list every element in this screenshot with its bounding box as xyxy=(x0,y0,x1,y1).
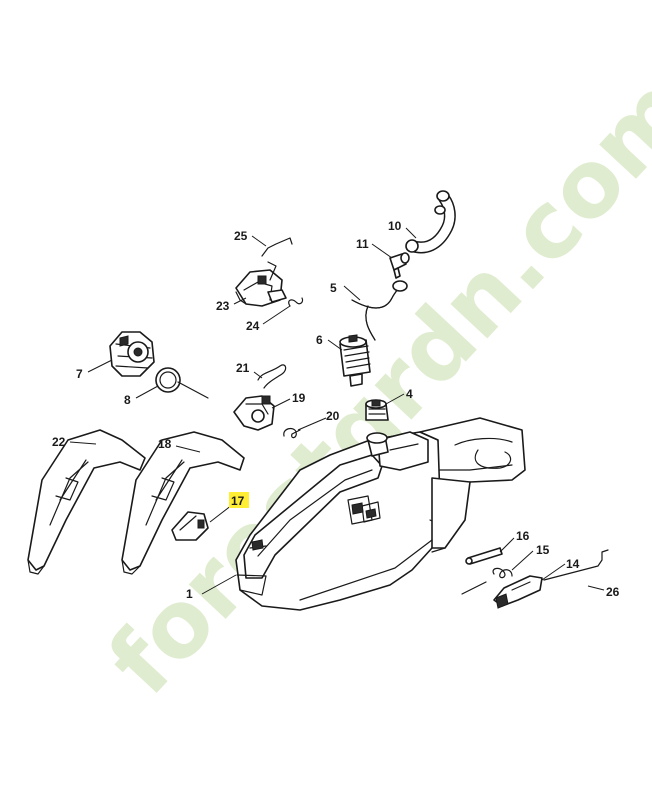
callout-4: 4 xyxy=(406,387,413,401)
part-5-fuel-hose xyxy=(351,280,408,341)
callout-7: 7 xyxy=(76,367,83,381)
leader-lines xyxy=(69,227,605,595)
callout-23: 23 xyxy=(216,299,230,313)
part-15-spring xyxy=(461,567,513,595)
callout-18: 18 xyxy=(158,437,172,451)
callout-8: 8 xyxy=(124,393,131,407)
callout-6: 6 xyxy=(316,333,323,347)
callout-11: 11 xyxy=(356,237,369,251)
part-22-handle-cover xyxy=(27,429,146,575)
part-6-fuel-filter xyxy=(339,334,371,387)
part-7-assembly xyxy=(109,331,155,377)
callout-24: 24 xyxy=(246,319,260,333)
part-1-main-housing xyxy=(235,417,526,611)
callout-14: 14 xyxy=(566,557,580,571)
part-14-lever xyxy=(493,575,543,609)
part-4-cap xyxy=(365,399,389,421)
part-11-elbow-nipple xyxy=(389,252,410,279)
part-20-small-spring xyxy=(283,427,301,439)
callout-10: 10 xyxy=(388,219,402,233)
part-10-impulse-hose xyxy=(405,190,456,254)
callout-15: 15 xyxy=(536,543,550,557)
callout-5: 5 xyxy=(330,281,337,295)
part-17-plug xyxy=(171,511,209,541)
callout-19: 19 xyxy=(292,391,306,405)
callout-17: 17 xyxy=(231,494,245,508)
callout-labels: 1 4 5 6 7 8 10 11 14 15 16 17 18 19 20 2… xyxy=(52,219,620,601)
callout-21: 21 xyxy=(236,361,250,375)
part-16-pin xyxy=(465,547,503,565)
part-25-rod xyxy=(261,237,293,257)
callout-22: 22 xyxy=(52,435,66,449)
part-21-spring xyxy=(257,364,287,389)
callout-20: 20 xyxy=(326,409,340,423)
part-8-seal xyxy=(155,367,209,399)
callout-26: 26 xyxy=(606,585,620,599)
part-23-trigger-assembly xyxy=(235,261,287,307)
part-19-lever-assembly xyxy=(233,395,275,431)
part-26-rod xyxy=(543,549,609,581)
callout-17-highlight xyxy=(229,492,249,508)
part-24-spring-clip xyxy=(288,297,304,307)
callout-1: 1 xyxy=(186,587,193,601)
part-18-handle-cover xyxy=(121,431,245,575)
callout-16: 16 xyxy=(516,529,530,543)
callout-25: 25 xyxy=(234,229,248,243)
